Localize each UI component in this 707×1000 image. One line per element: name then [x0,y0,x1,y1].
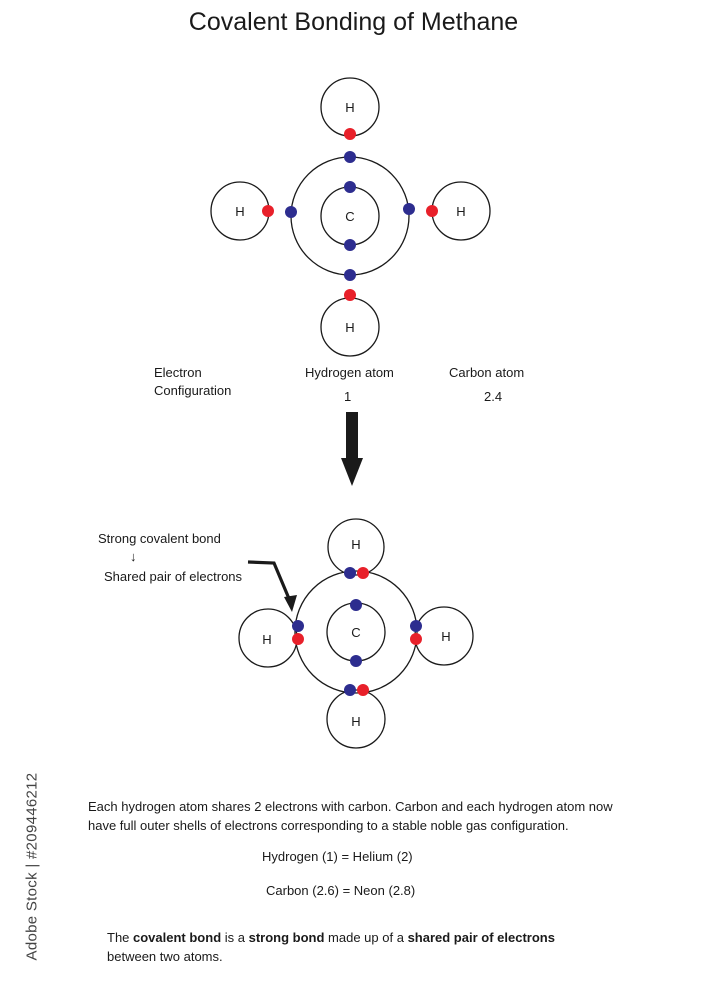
electron-carbon [344,151,356,163]
diagram-title: Covalent Bonding of Methane [188,8,519,36]
hydrogen-equation: Hydrogen (1) = Helium (2) [262,849,413,864]
hydrogen-atom-label: Hydrogen atom [305,365,394,380]
electron-carbon-shared [344,684,356,696]
electron-hydrogen [262,205,274,217]
electron-hydrogen-shared [357,567,369,579]
top-hydrogen-right-label: H [456,204,465,219]
carbon-equation: Carbon (2.6) = Neon (2.8) [266,883,416,898]
bond-annotation-arrow: ↓ [130,549,137,564]
transition-arrow [341,412,363,486]
config-heading-line2: Configuration [154,383,232,398]
bottom-carbon-electrons [292,567,422,696]
bottom-hydrogen-right-label: H [441,629,450,644]
bond-annotation-line1: Strong covalent bond [98,531,221,546]
electron-hydrogen [426,205,438,217]
hydrogen-config-value: 1 [344,389,352,404]
electron-carbon-shared [292,620,304,632]
electron-hydrogen-shared [292,633,304,645]
stock-watermark: Adobe Stock | #209446212 [23,772,41,961]
electron-hydrogen [344,289,356,301]
top-hydrogen-electrons [262,128,438,301]
top-hydrogen-left-label: H [235,204,244,219]
bottom-hydrogen-bottom-label: H [351,714,360,729]
electron-carbon-shared [410,620,422,632]
bottom-hydrogen-electrons [292,567,422,696]
electron-carbon-shared [344,567,356,579]
carbon-config-value: 2.4 [484,389,503,404]
electron-hydrogen [344,128,356,140]
carbon-atom-label: Carbon atom [449,365,525,380]
bottom-carbon-outer-shell [294,570,418,694]
top-hydrogen-top-label: H [345,100,354,115]
electron-carbon [344,239,356,251]
electron-hydrogen-shared [357,684,369,696]
bottom-hydrogen-left-label: H [262,632,271,647]
electron-carbon [350,655,362,667]
electron-hydrogen-shared [410,633,422,645]
config-heading-line1: Electron [154,365,202,380]
top-carbon-electrons [285,151,415,281]
bottom-carbon-label: C [351,625,360,640]
electron-carbon [350,599,362,611]
electron-carbon [344,181,356,193]
electron-carbon [344,269,356,281]
covalent-bond-definition: The covalent bond is a strong bond made … [107,930,555,964]
explanation-paragraph: Each hydrogen atom shares 2 electrons wi… [88,799,613,833]
bond-annotation-line2: Shared pair of electrons [104,569,243,584]
electron-carbon [403,203,415,215]
electron-carbon [285,206,297,218]
bottom-hydrogen-top-label: H [351,537,360,552]
shared-pair-pointer-arrow [247,560,297,612]
top-carbon-label: C [345,209,354,224]
bottom-hydrogen-top-shell [327,518,385,576]
top-hydrogen-bottom-label: H [345,320,354,335]
